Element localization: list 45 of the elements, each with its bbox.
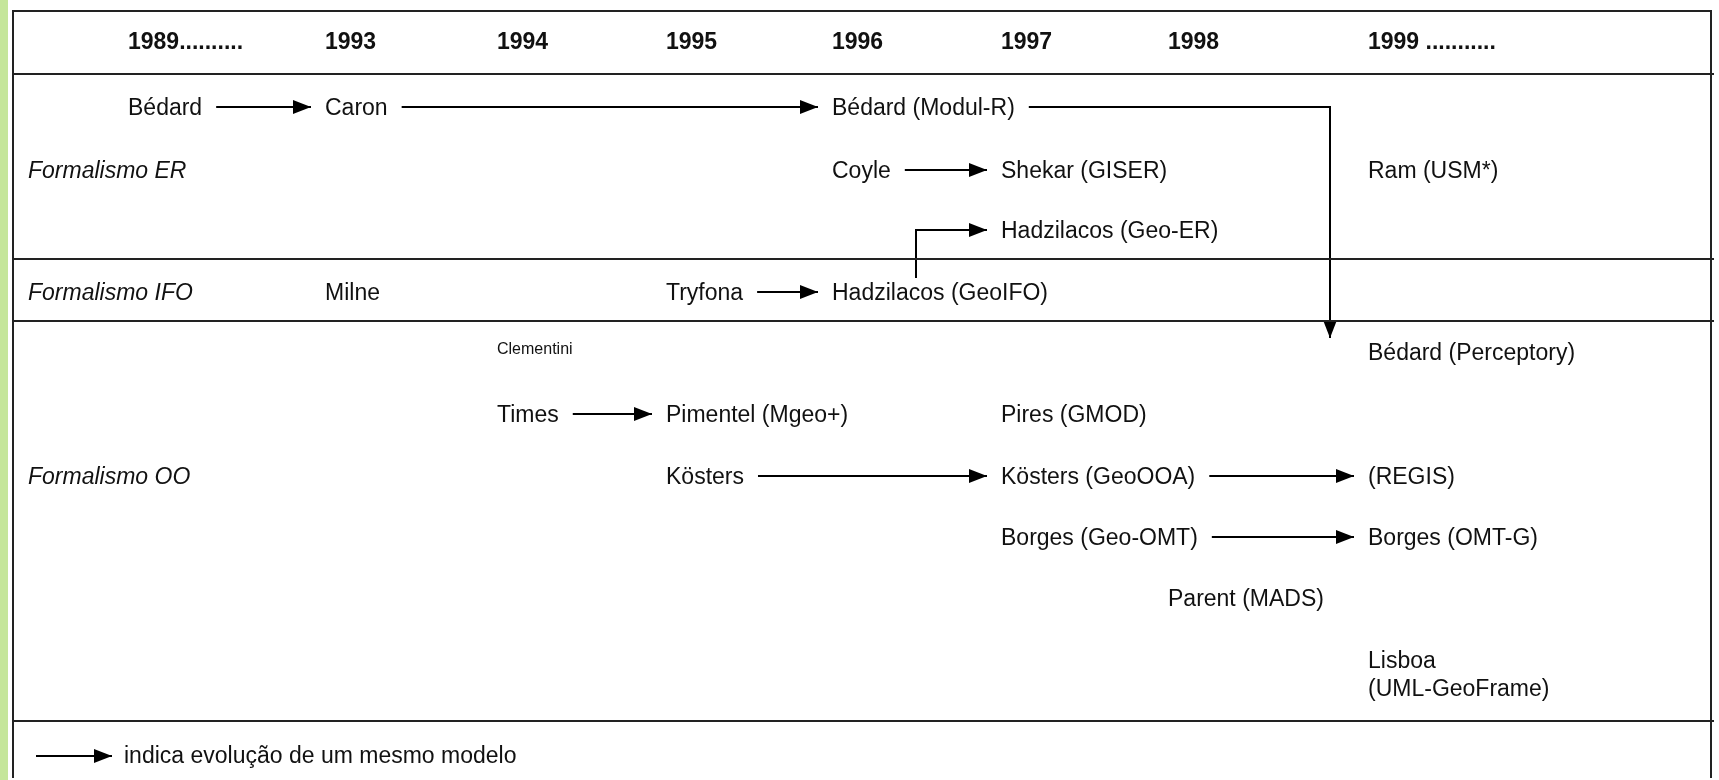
author-model-text: Pires (GMOD) [987, 400, 1161, 428]
author-model-text: Times [483, 400, 573, 428]
evolution-arrow [1027, 106, 1337, 339]
author-model-text: Clementini [483, 335, 587, 363]
year-heading: 1995 [666, 28, 718, 55]
evolution-arrow [915, 223, 988, 279]
author-model-text: Tryfona [652, 278, 758, 306]
year-heading: 1993 [325, 28, 377, 55]
evolution-arrow [903, 163, 988, 177]
author-model-text: Hadzilacos (Geo-ER) [987, 216, 1233, 244]
author-model-text: Bédard (Modul-R) [818, 93, 1029, 121]
author-model-text: Borges (Geo-OMT) [987, 523, 1212, 551]
evolution-arrow [400, 100, 819, 114]
author-model-text: Pimentel (Mgeo+) [652, 400, 863, 428]
author-model-text: Kösters [652, 462, 758, 490]
evolution-arrow [571, 407, 653, 421]
author-model-text: Hadzilacos (GeoIFO) [818, 278, 1062, 306]
author-model-text: Coyle [818, 156, 905, 184]
evolution-arrow [1210, 530, 1355, 544]
row-heading: Formalismo ER [28, 156, 187, 184]
year-heading: 1999 ........... [1368, 28, 1496, 55]
table-row [12, 320, 1714, 722]
evolution-arrow [756, 285, 819, 299]
author-model-text: Kösters (GeoOOA) [987, 462, 1210, 490]
year-heading: 1996 [832, 28, 884, 55]
author-model-text: Borges (OMT-G) [1354, 523, 1552, 551]
row-heading: Formalismo IFO [28, 278, 193, 306]
author-model-text: Bédard (Perceptory) [1354, 338, 1590, 366]
year-heading: 1997 [1001, 28, 1053, 55]
legend-text: indica evolução de um mesmo modelo [124, 742, 517, 769]
author-model-text: (REGIS) [1354, 462, 1469, 490]
author-model-text: Parent (MADS) [1154, 584, 1338, 612]
author-model-text: Bédard [114, 93, 217, 121]
year-heading: 1998 [1168, 28, 1220, 55]
author-model-text: Shekar (GISER) [987, 156, 1182, 184]
year-heading: 1994 [497, 28, 549, 55]
author-model-text: Ram (USM*) [1354, 156, 1513, 184]
author-model-text: Lisboa (UML-GeoFrame) [1354, 646, 1582, 702]
evolution-arrow [1208, 469, 1355, 483]
year-heading: 1989.......... [128, 28, 244, 55]
author-model-text: Caron [311, 93, 402, 121]
row-heading: Formalismo OO [28, 462, 191, 490]
evolution-arrow [757, 469, 988, 483]
author-model-text: Milne [311, 278, 394, 306]
evolution-arrow [215, 100, 312, 114]
